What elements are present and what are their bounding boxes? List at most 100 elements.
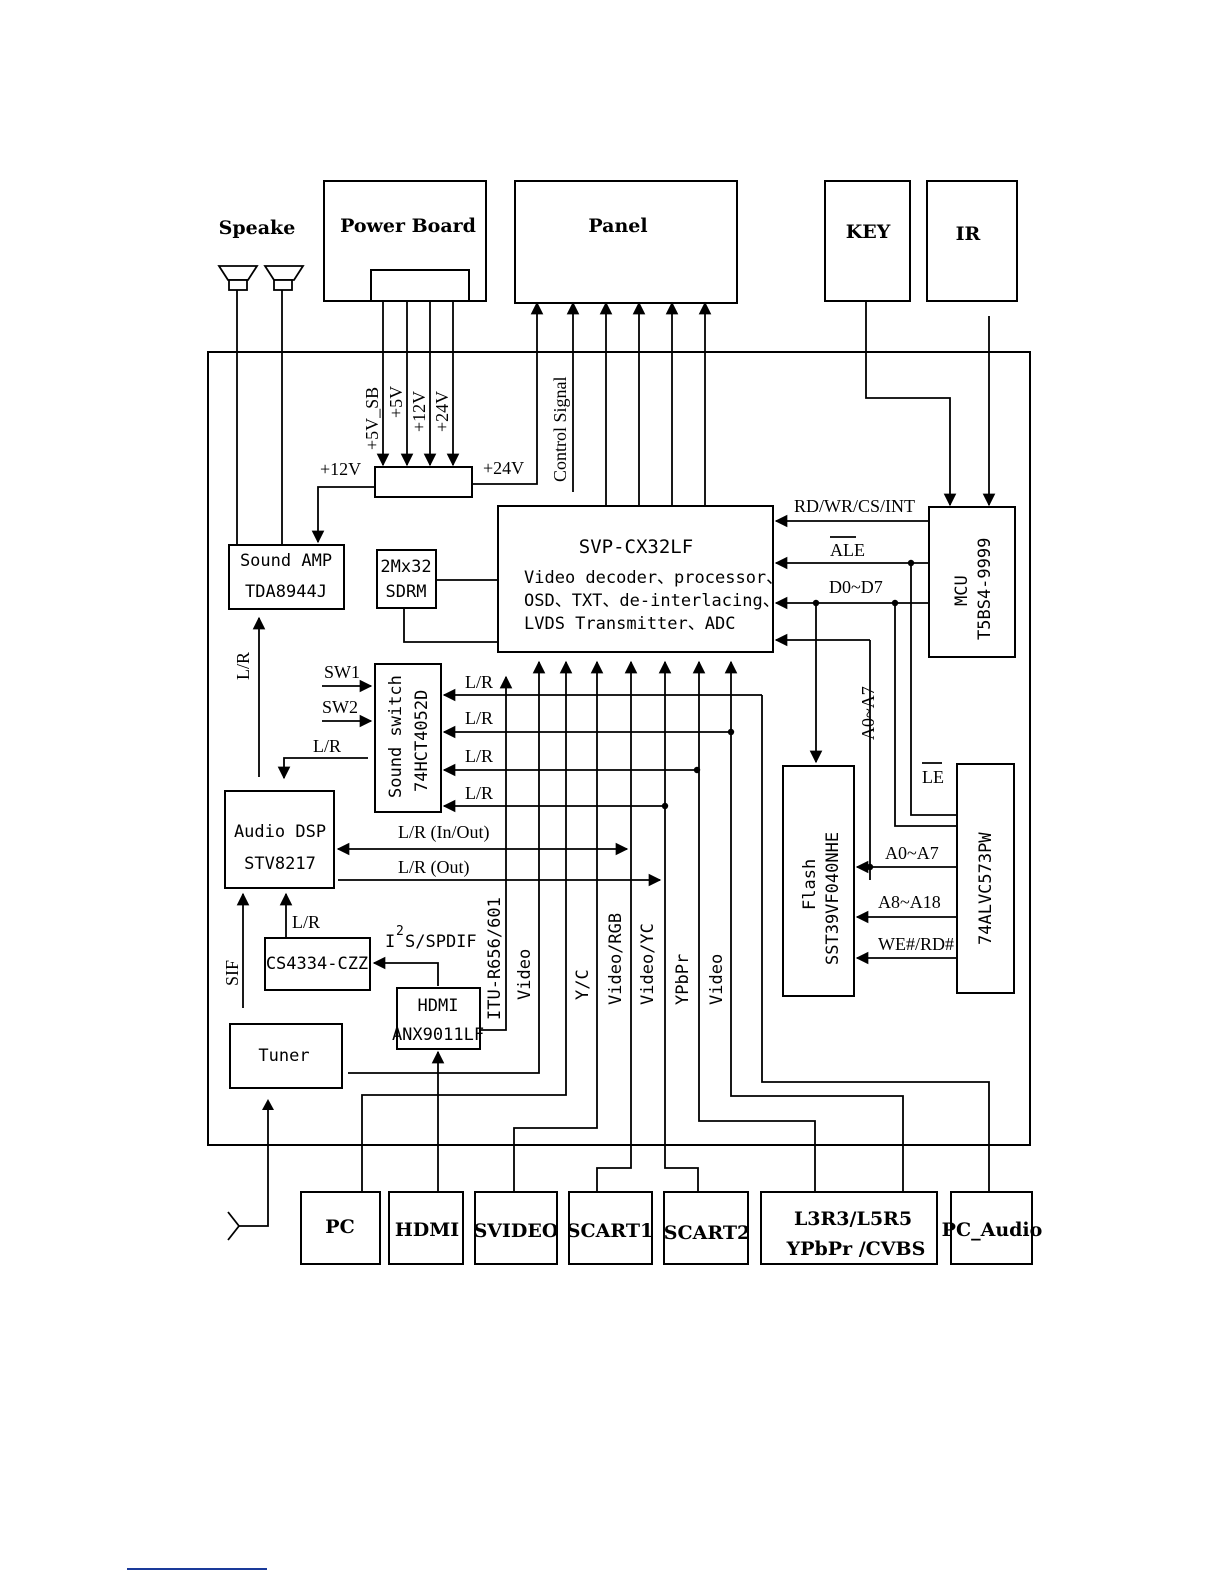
antenna-icon bbox=[227, 1099, 274, 1241]
itu-label: ITU-R656/601 bbox=[485, 897, 505, 1020]
power-board-label: Power Board bbox=[340, 215, 476, 237]
sdram-line-2: SDRM bbox=[386, 582, 427, 602]
sound-amp-line-2: TDA8944J bbox=[245, 582, 327, 602]
input-svideo: SVIDEO bbox=[474, 1191, 559, 1265]
le-label: LE bbox=[922, 767, 944, 787]
main-board-outline bbox=[207, 351, 1031, 1146]
ale-label: ALE bbox=[830, 540, 865, 560]
tuner-label: Tuner bbox=[258, 1046, 309, 1066]
vyc-label: Video/YC bbox=[638, 923, 658, 1005]
v12-out-label: +12V bbox=[320, 459, 361, 479]
audio-dsp-block: Audio DSP STV8217 bbox=[224, 790, 335, 889]
hdmi-rx-line-2: ANX9011LF bbox=[392, 1025, 484, 1045]
v24-rail-label: +24V bbox=[432, 391, 452, 432]
sw2-label: SW2 bbox=[322, 697, 358, 717]
mcu-label: MCU bbox=[952, 575, 972, 606]
lr-amp-label: L/R bbox=[233, 652, 253, 680]
d0d7-label: D0~D7 bbox=[829, 577, 883, 597]
lr-in-1-label: L/R bbox=[465, 672, 493, 692]
a8a18-label: A8~A18 bbox=[878, 892, 941, 912]
i2s-label-rest: S/SPDIF bbox=[405, 932, 477, 952]
power-rails bbox=[376, 301, 460, 467]
lr-switch-out-label: L/R bbox=[313, 736, 341, 756]
sdram-block: 2Mx32 SDRM bbox=[376, 549, 437, 609]
lr-in-4-label: L/R bbox=[465, 783, 493, 803]
vrgb-label: Video/RGB bbox=[606, 913, 626, 1005]
svp-line-3: LVDS Transmitter、ADC bbox=[524, 614, 735, 634]
input-l3r3-line-1: L3R3/L5R5 bbox=[794, 1208, 912, 1230]
v24-out-label: +24V bbox=[483, 458, 524, 478]
panel-label: Panel bbox=[588, 215, 647, 237]
power-regulator bbox=[374, 466, 473, 498]
svp-line-1: Video decoder、processor、 bbox=[524, 568, 783, 588]
input-scart1-label: SCART1 bbox=[567, 1220, 653, 1242]
speaker-label: Speake bbox=[219, 217, 296, 239]
input-hdmi: HDMI bbox=[388, 1191, 464, 1265]
lr-in-2-label: L/R bbox=[465, 708, 493, 728]
input-scart1: SCART1 bbox=[567, 1191, 653, 1265]
input-svideo-label: SVIDEO bbox=[474, 1220, 559, 1242]
input-l3r3-line-2: YPbPr /CVBS bbox=[786, 1238, 926, 1260]
latch-block: 74ALVC573PW bbox=[956, 763, 1015, 994]
v5-label: +5V bbox=[386, 386, 406, 418]
sound-switch-part: 74HCT4052D bbox=[412, 690, 432, 792]
mcu-block: MCU T5BS4-9999 bbox=[928, 506, 1016, 658]
input-pc-audio-label: PC_Audio bbox=[942, 1219, 1043, 1241]
ir-block: IR bbox=[926, 180, 1018, 302]
input-pc-audio: PC_Audio bbox=[942, 1191, 1043, 1265]
flash-part: SST39VF040NHE bbox=[823, 832, 843, 965]
hdmi-receiver-block: HDMI ANX9011LF bbox=[392, 987, 484, 1050]
ir-label: IR bbox=[956, 223, 981, 245]
lr-inout-label: L/R (In/Out) bbox=[398, 822, 490, 843]
input-pc-label: PC bbox=[325, 1216, 354, 1238]
input-pc: PC bbox=[300, 1191, 381, 1265]
sound-switch-label: Sound switch bbox=[386, 675, 406, 798]
sdram-line-1: 2Mx32 bbox=[380, 557, 431, 577]
a0a7-label: A0~A7 bbox=[885, 843, 939, 863]
i2s-label-prefix: I bbox=[385, 932, 395, 952]
sound-amp-line-1: Sound AMP bbox=[240, 551, 332, 571]
input-scart2: SCART2 bbox=[663, 1191, 750, 1265]
key-label: KEY bbox=[846, 221, 891, 243]
input-scart2-label: SCART2 bbox=[664, 1222, 750, 1244]
v5sb-label: +5V_SB bbox=[362, 387, 382, 450]
sif-label: SIF bbox=[222, 960, 242, 986]
mcu-part: T5BS4-9999 bbox=[975, 538, 995, 640]
video2-label: Video bbox=[707, 954, 727, 1005]
we-rd-label: WE#/RD# bbox=[878, 934, 954, 954]
key-block: KEY bbox=[824, 180, 911, 302]
i2s-label-sup: 2 bbox=[396, 924, 404, 939]
v12-rail-label: +12V bbox=[409, 391, 429, 432]
panel-block: Panel bbox=[514, 180, 738, 304]
ypbpr-label: YPbPr bbox=[673, 954, 693, 1005]
hdmi-rx-line-1: HDMI bbox=[418, 996, 459, 1016]
svp-cx32lf-block: SVP-CX32LF Video decoder、processor、 OSD、… bbox=[497, 505, 783, 653]
sw1-label: SW1 bbox=[324, 662, 360, 682]
audio-dsp-line-2: STV8217 bbox=[244, 854, 316, 874]
cs4334-block: CS4334-CZZ bbox=[264, 937, 371, 991]
tuner-block: Tuner bbox=[229, 1023, 343, 1089]
rdwr-label: RD/WR/CS/INT bbox=[794, 496, 915, 516]
flash-block: Flash SST39VF040NHE bbox=[782, 765, 855, 997]
cs4334-label: CS4334-CZZ bbox=[266, 954, 368, 974]
speaker-icon bbox=[217, 265, 305, 291]
lr-out-label: L/R (Out) bbox=[398, 857, 470, 878]
audio-dsp-line-1: Audio DSP bbox=[234, 822, 326, 842]
lr-in-3-label: L/R bbox=[465, 746, 493, 766]
power-board-block: Power Board bbox=[323, 180, 487, 302]
lr-cs-label: L/R bbox=[292, 912, 320, 932]
sound-amp-block: Sound AMP TDA8944J bbox=[228, 544, 345, 610]
latch-label: 74ALVC573PW bbox=[976, 832, 996, 945]
a0a7-vert-label: A0~A7 bbox=[858, 686, 878, 740]
flash-label: Flash bbox=[800, 859, 820, 910]
sound-switch-block: Sound switch 74HCT4052D bbox=[374, 663, 442, 813]
video1-label: Video bbox=[515, 949, 535, 1000]
svp-line-2: OSD、TXT、de-interlacing、 bbox=[524, 591, 780, 611]
input-l3r3: L3R3/L5R5 YPbPr /CVBS bbox=[760, 1191, 938, 1265]
control-signal-label: Control Signal bbox=[550, 376, 570, 482]
input-hdmi-label: HDMI bbox=[395, 1219, 459, 1241]
yc-label: Y/C bbox=[573, 969, 593, 1000]
footer-link-underline bbox=[127, 1568, 267, 1570]
svp-title: SVP-CX32LF bbox=[579, 536, 693, 558]
